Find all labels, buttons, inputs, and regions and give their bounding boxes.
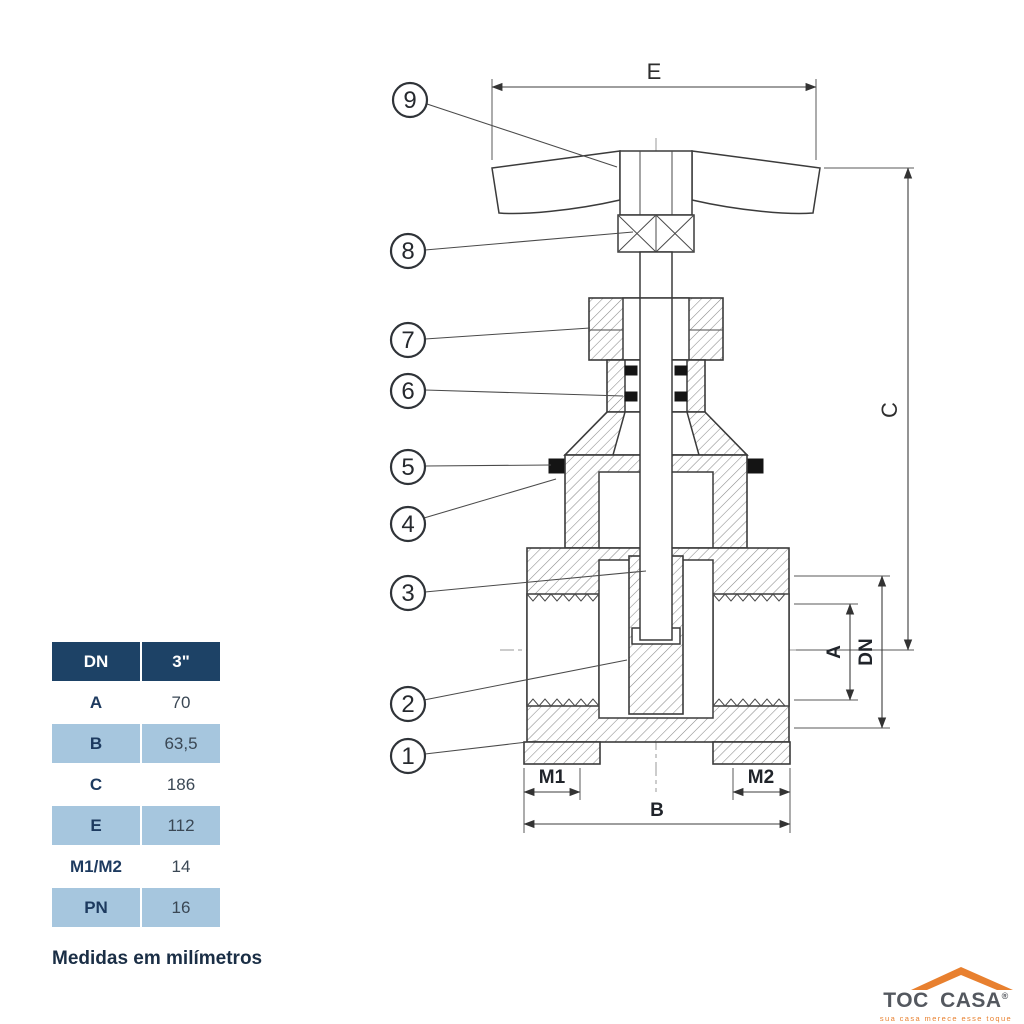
o-ring-lower-right	[674, 391, 688, 402]
callout-8-number: 8	[401, 238, 414, 265]
right-foot	[712, 741, 791, 765]
callout-6: 6	[389, 372, 427, 410]
logo-tagline: sua casa merece esse toque	[879, 1014, 1013, 1023]
table-row-e-value: 112	[142, 806, 220, 845]
callout-3-number: 3	[401, 580, 414, 607]
table-header-dn: DN	[52, 642, 140, 681]
callout-4: 4	[389, 505, 427, 543]
handwheel	[491, 150, 821, 253]
o-ring-upper-left	[624, 365, 638, 376]
registered-mark: ®	[1001, 991, 1009, 1001]
o-ring-upper-right	[674, 365, 688, 376]
table-row-pn-label: PN	[52, 888, 140, 927]
table-row-b-label: B	[52, 724, 140, 763]
dimensions: E C A DN M1 M2	[491, 59, 914, 833]
toccasa-logo: TOC CASA® sua casa merece esse toque	[872, 962, 1020, 1023]
gate-valve-cross-section	[491, 138, 821, 792]
left-port-bore	[526, 593, 600, 707]
left-foot	[523, 741, 601, 765]
table-header-size: 3"	[142, 642, 220, 681]
logo-name-text: TOC CASA	[883, 989, 1002, 1012]
table-row-pn-value: 16	[142, 888, 220, 927]
table-row-a-value: 70	[142, 683, 220, 722]
callout-1-number: 1	[401, 743, 414, 770]
callout-5: 5	[389, 448, 427, 486]
callout-2-number: 2	[401, 691, 414, 718]
body-seal-right	[746, 458, 764, 474]
table-row-m1m2-label: M1/M2	[52, 847, 140, 886]
callout-2: 2	[389, 685, 427, 723]
callout-9-number: 9	[403, 87, 416, 114]
callouts: 9 8 7 6 5 4 3	[389, 81, 647, 775]
stem-lower	[639, 297, 673, 641]
dim-label-m2: M2	[748, 767, 774, 788]
table-row-c-label: C	[52, 765, 140, 804]
callout-5-number: 5	[401, 454, 414, 481]
thread-right-top	[712, 593, 789, 602]
callout-7: 7	[389, 321, 427, 359]
right-port-bore	[712, 593, 790, 707]
handwheel-nut	[617, 214, 695, 253]
dim-label-a: A	[824, 645, 845, 659]
table-row-c-value: 186	[142, 765, 220, 804]
table-row-m1m2-value: 14	[142, 847, 220, 886]
callout-3: 3	[389, 574, 427, 612]
dim-label-b: B	[650, 800, 664, 821]
dim-label-dn: DN	[856, 638, 877, 665]
thread-left-top	[526, 593, 600, 602]
callout-9: 9	[391, 81, 429, 119]
callout-7-number: 7	[401, 327, 414, 354]
units-footnote: Medidas em milímetros	[52, 948, 263, 969]
table-row-a-label: A	[52, 683, 140, 722]
logo-text: TOC CASA®	[872, 989, 1020, 1013]
dim-label-m1: M1	[539, 767, 566, 788]
callout-8: 8	[389, 232, 427, 270]
dim-label-e: E	[647, 59, 662, 84]
stem-upper	[639, 251, 673, 299]
table-row-e-label: E	[52, 806, 140, 845]
roof-icon	[911, 967, 1013, 990]
table-row-b-value: 63,5	[142, 724, 220, 763]
dim-label-c: C	[877, 402, 902, 418]
dimension-table: DN 3" A 70 B 63,5 C 186 E 112 M1/M2 14 P…	[52, 642, 220, 927]
callout-1: 1	[389, 737, 427, 775]
stem	[639, 251, 673, 641]
body-seal-left	[548, 458, 566, 474]
callout-4-number: 4	[401, 511, 414, 538]
thread-left-bottom	[526, 698, 600, 707]
callout-6-number: 6	[401, 378, 414, 405]
thread-right-bottom	[712, 698, 789, 707]
o-ring-lower-left	[624, 391, 638, 402]
